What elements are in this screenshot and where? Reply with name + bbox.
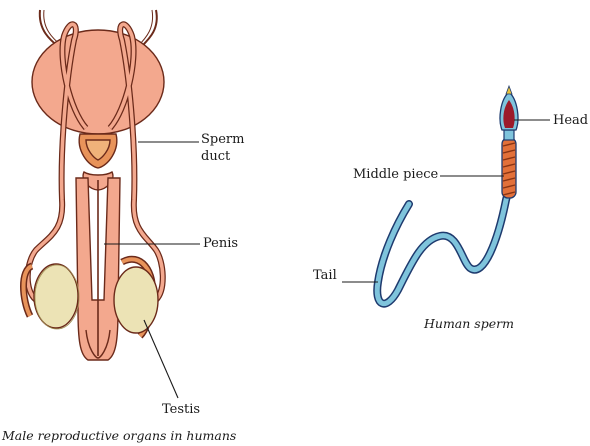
leader-testis [143, 319, 179, 399]
caption-human-sperm: Human sperm [424, 316, 514, 331]
sperm-middle-piece [501, 137, 517, 199]
urinary-bladder [31, 29, 165, 135]
sperm-neck [503, 129, 515, 141]
left-leader-lines [104, 141, 200, 399]
right-leader-lines [342, 119, 550, 283]
male-reproductive-organs [20, 9, 166, 361]
testis-right [113, 266, 159, 334]
penis [75, 177, 121, 361]
label-head: Head [553, 113, 589, 128]
label-sperm-duct-line1: Sperm [201, 132, 245, 147]
label-testis: Testis [162, 402, 201, 417]
testis-left [33, 263, 79, 329]
sperm-tail [373, 172, 514, 308]
label-sperm-duct: Sperm duct [201, 131, 244, 165]
label-penis: Penis [203, 236, 239, 251]
caption-male-reproductive-organs: Male reproductive organs in humans [2, 428, 237, 443]
sperm-acrosome [505, 84, 513, 95]
label-middle-piece: Middle piece [353, 167, 439, 182]
label-tail: Tail [313, 268, 337, 283]
ureter-right [139, 9, 158, 49]
human-sperm [373, 84, 519, 308]
label-sperm-duct-line2: duct [201, 149, 231, 164]
